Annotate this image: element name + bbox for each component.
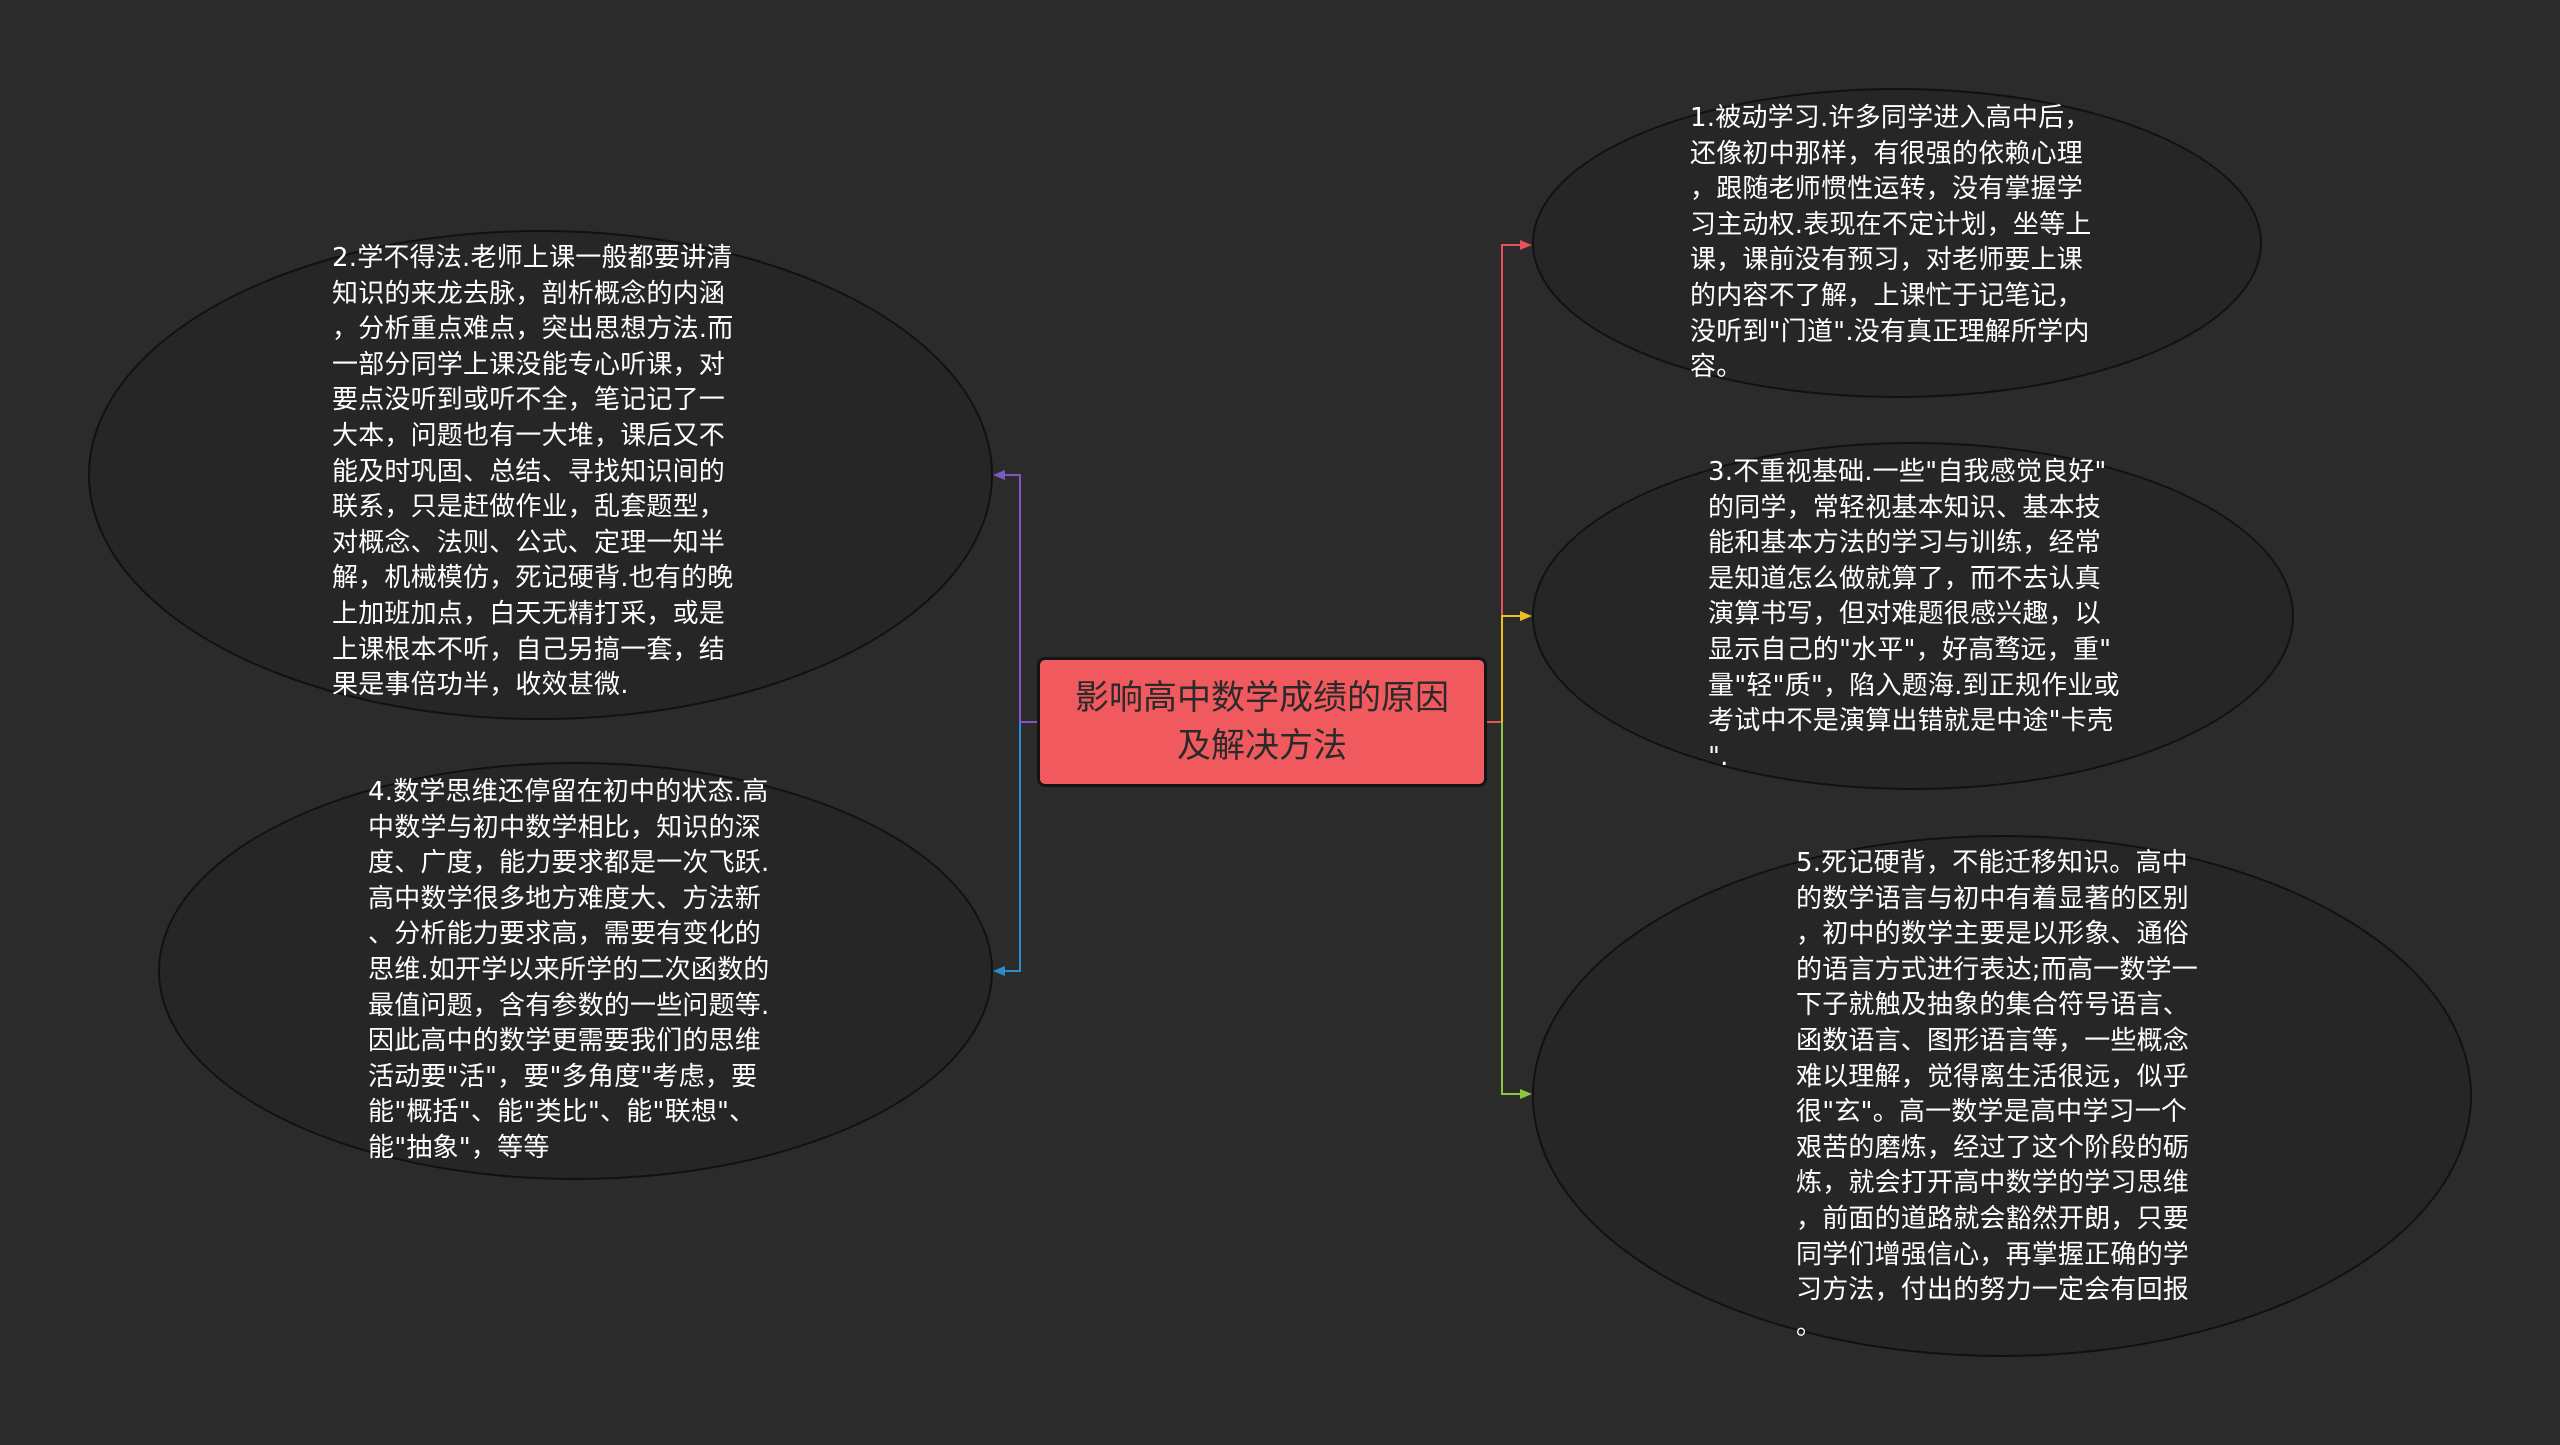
connector-node-4 (1005, 722, 1021, 972)
topic-bubble-3[interactable] (1532, 442, 2294, 790)
topic-text-5: 5.死记硬背，不能迁移知识。高中 的数学语言与初中有着显著的区别 ，初中的数学主… (1796, 848, 2198, 1341)
arrow-node-3 (1520, 611, 1532, 621)
topic-bubble-2[interactable] (88, 230, 993, 720)
arrow-node-4 (993, 966, 1005, 976)
connector-node-3 (1501, 615, 1520, 722)
topic-text-4: 4.数学思维还停留在初中的状态.高 中数学与初中数学相比，知识的深 度、广度，能… (368, 777, 770, 1163)
topic-bubble-4[interactable] (158, 762, 993, 1180)
topic-text-3: 3.不重视基础.一些"自我感觉良好" 的同学，常轻视基本知识、基本技 能和基本方… (1708, 457, 2120, 772)
topic-bubble-5[interactable] (1532, 835, 2472, 1357)
arrow-node-2 (993, 470, 1005, 480)
connector-node-2 (1005, 474, 1037, 723)
connector-node-1 (1487, 244, 1520, 723)
topic-text-1: 1.被动学习.许多同学进入高中后， 还像初中那样，有很强的依赖心理 ，跟随老师惯… (1690, 103, 2092, 383)
arrow-node-1 (1520, 240, 1532, 250)
arrow-node-5 (1520, 1089, 1532, 1099)
topic-text-2: 2.学不得法.老师上课一般都要讲清 知识的来龙去脉，剖析概念的内涵 ，分析重点难… (332, 243, 734, 701)
topic-bubble-1[interactable] (1532, 88, 2262, 398)
central-topic-label: 影响高中数学成绩的原因 及解决方法 (1075, 678, 1449, 766)
central-topic[interactable]: 影响高中数学成绩的原因 及解决方法 (1037, 657, 1487, 787)
connector-node-5 (1501, 722, 1520, 1095)
